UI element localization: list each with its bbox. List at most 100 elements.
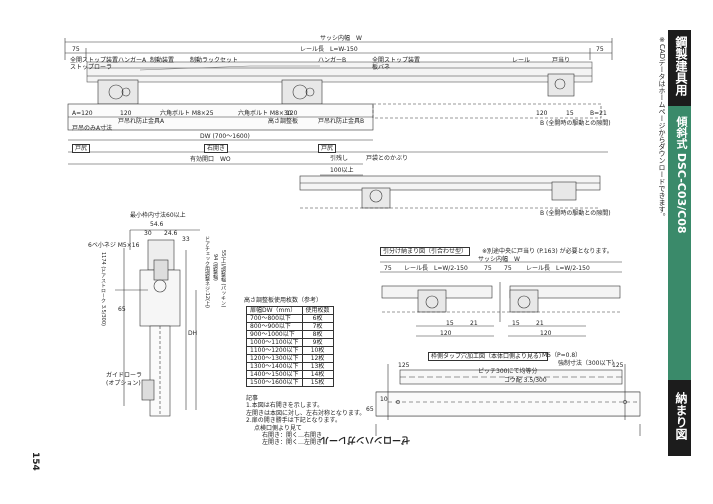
stop-device-label: 全開ストップ装置: [70, 57, 119, 64]
bolt-slope: コウ配 3.5/300: [504, 377, 547, 384]
b-note-2: B (全開時の駆動との隙間): [540, 210, 611, 217]
double-dim-75-b: 75: [504, 265, 512, 272]
table-cell: 1400〜1500以下: [246, 370, 303, 379]
side-band-top: [668, 30, 691, 106]
adj-label-1: ドアチェック用調整ネジ:12(上): [204, 236, 210, 308]
table-cell: 10枚: [301, 346, 334, 355]
hanger-b-label: ハンガーB: [318, 57, 347, 64]
min-dim-label: 最小枠内寸法60以上: [130, 212, 186, 219]
bolt-sw: 強制寸法（300以下）: [558, 360, 618, 367]
dim-b21: B=21: [590, 110, 607, 117]
double-dim-21: 21: [470, 320, 478, 327]
double-dim-120: 120: [440, 330, 452, 337]
notes-block: 記事 1.本図は右開きを示します。 左開きは本図に対し、左右対称となります。 2…: [246, 395, 365, 447]
double-sash-width: サッシ内幅 W: [478, 256, 520, 263]
option-label: (オプション): [106, 380, 141, 387]
bolt-dim-125-b: 125: [612, 362, 624, 369]
stop-device2-label: 全開ストップ装置: [372, 57, 421, 64]
table-cell: 900〜1000以下: [246, 330, 303, 339]
note-line: 2.扉の開き勝手は下記となります。: [246, 417, 341, 425]
dim-33: 33: [182, 236, 190, 243]
adj-label-2: 94 (調整幅): [212, 254, 218, 281]
antirun-b-label: 戸吊れ防止金具B: [318, 118, 365, 125]
table-cell: 1000〜1100以下: [246, 338, 303, 347]
b-note: B (全開時の駆動との隙間): [540, 120, 611, 127]
table-header: 扉幅DW（mm）: [246, 306, 303, 315]
table-title: 高さ調整板使用枚数（参考）: [244, 297, 323, 304]
dh-label: DH: [188, 330, 198, 337]
dim-75-right: 75: [596, 46, 604, 53]
rail-length-label: レール長 L=W-150: [300, 46, 358, 53]
notes-title: 記事: [246, 395, 259, 402]
brake-rack-label: 制動ラックセット: [190, 57, 239, 64]
bolt-title: 枠側タップ穴加工図（本体口側より見る）: [428, 352, 548, 361]
note-line: 左開き：開く…左開き: [262, 439, 323, 447]
door-stroke-label: 1174 (ドアストローク 3.5/300): [100, 252, 106, 326]
table-cell: 800〜900以下: [246, 322, 303, 331]
dw-label: DW (700〜1600): [200, 133, 250, 140]
double-dim-15-b: 15: [512, 320, 520, 327]
table-cell: 13枚: [301, 362, 334, 371]
sash-width-label: サッシ内幅 W: [320, 35, 362, 42]
rail-label: レール: [512, 57, 531, 64]
table-cell: 14枚: [301, 370, 334, 379]
hex-bolt-2: 六角ボルト M8×30: [238, 110, 292, 117]
table-cell: 8枚: [301, 330, 334, 339]
table-cell: 9枚: [301, 338, 334, 347]
side-band: [668, 30, 691, 456]
dim-a120: A=120: [72, 110, 93, 117]
double-dim-75: 75: [484, 265, 492, 272]
table-cell: 700〜800以下: [246, 314, 303, 323]
door-gap-label: 戸袋とのかぶり: [366, 155, 408, 162]
double-note: ※別途中央に戸当り (P.163) が必要となります。: [482, 248, 613, 255]
double-title: 引分け納まり図（引合わせ型）: [380, 247, 471, 256]
dim-30: 30: [144, 230, 152, 237]
bolt-m5: M5（P=0.8）: [542, 352, 582, 359]
table-cell: 1500〜1600以下: [246, 378, 303, 387]
dim-65: 65: [118, 306, 126, 313]
note-line: 右開き：開く…右開き: [262, 432, 323, 440]
door-tag-right: 戸尻: [318, 144, 337, 153]
dim-120-b: 120: [286, 110, 298, 117]
antirun-a-label: 戸吊れ防止金具A: [118, 118, 165, 125]
guide-roller-label: ガイドローラ: [106, 372, 143, 379]
page-number: 154: [30, 452, 40, 471]
right-open-tag: 右開き: [204, 144, 229, 153]
effective-width-label: 有効開口 WO: [190, 156, 231, 163]
note-line: 1.本図は右開きを示します。: [246, 402, 324, 410]
category-label: 鋼製建具用: [674, 36, 688, 96]
double-rail-right: レール長 L=W/2-150: [526, 265, 590, 272]
note-line: 左開きは本図に対し、左右対称となります。: [246, 409, 366, 417]
dim-54-6: 54.6: [150, 221, 164, 228]
tapping-screw-label: 6ベ小ネジ M5×16: [88, 242, 140, 249]
double-dim-120-b: 120: [540, 330, 552, 337]
pull-margin-label: 引残し: [330, 155, 349, 162]
stopper-roller-label: ストップローラ: [70, 64, 113, 71]
bolt-pitch: ピッチ300にて均等分: [478, 368, 538, 375]
dim-15: 15: [566, 110, 574, 117]
double-rail-left: レール長 L=W/2-150: [404, 265, 468, 272]
table-header: 使用枚数: [301, 306, 334, 315]
section-label: 納まり図: [674, 392, 688, 440]
level-plate-label: 高さ調整板: [268, 118, 299, 125]
note-line: 点検口側より見て: [254, 424, 302, 432]
dim-100: 100以上: [330, 167, 354, 174]
adj-label-3: 55(上)/調整幅 (パッキン): [220, 250, 226, 308]
dim-24-6: 24.6: [164, 230, 178, 237]
door-tag-left: 戸尻: [72, 144, 91, 153]
table-cell: 1300〜1400以下: [246, 362, 303, 371]
double-dim-15: 15: [446, 320, 454, 327]
cad-note: ※CADデータはホームページからダウンロードできます。: [658, 36, 666, 221]
table-header-row: 扉幅DW（mm） 使用枚数: [246, 306, 334, 315]
